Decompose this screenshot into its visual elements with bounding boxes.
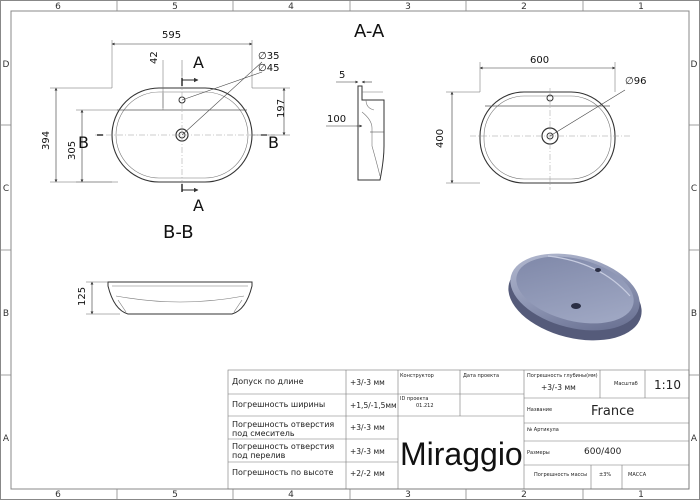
top-view-right <box>446 62 630 190</box>
col-label-1-bottom: 1 <box>638 490 644 500</box>
dim-dia-35: ∅35 <box>258 51 280 62</box>
section-aa-title: A-A <box>354 21 385 42</box>
tb-constructor-label: Конструктор <box>400 373 434 379</box>
section-bb-title: B-B <box>163 222 194 243</box>
dim-42: 42 <box>149 51 160 64</box>
tb-name-value: France <box>591 404 635 419</box>
tb-row-1-label: Допуск по длине <box>232 377 304 386</box>
tb-size-label: Размеры <box>527 450 550 456</box>
tb-name-label: Название <box>527 407 553 413</box>
top-view <box>50 40 290 193</box>
tb-row-5-label: Погрешность по высоте <box>232 468 334 477</box>
col-label-3-bottom: 3 <box>405 490 411 500</box>
tb-mass-error-label: Погрешность массы <box>534 472 588 478</box>
tb-depth-error-label: Погрешность глубины(мм) <box>527 373 598 379</box>
row-label-a-right: A <box>691 434 698 444</box>
tb-project-id: 01.212 <box>416 403 434 409</box>
dim-197: 197 <box>276 98 287 118</box>
dim-595: 595 <box>162 30 182 41</box>
tb-size-value: 600/400 <box>584 447 622 457</box>
dim-dia-96: ∅96 <box>625 76 647 87</box>
tb-scale-label: Масштаб <box>614 381 638 387</box>
cut-a-bottom: A <box>193 196 204 215</box>
row-label-c-right: C <box>691 184 697 194</box>
col-label-6-bottom: 6 <box>55 490 61 500</box>
col-label-2: 2 <box>521 2 527 12</box>
dim-394: 394 <box>41 130 52 150</box>
row-label-d: D <box>3 60 10 70</box>
tb-row-4-label: Погрешность отверстия под перелив <box>232 442 335 460</box>
col-label-5: 5 <box>172 2 178 12</box>
title-block <box>227 369 690 490</box>
row-label-b: B <box>3 309 9 319</box>
section-bb-view <box>86 281 253 315</box>
tb-scale-value: 1:10 <box>654 378 681 392</box>
dim-400: 400 <box>435 128 446 148</box>
col-label-1: 1 <box>638 2 644 12</box>
dim-305: 305 <box>67 140 78 160</box>
sink-3d-render <box>508 253 642 341</box>
tb-mass-label: МАССА <box>628 472 647 478</box>
cut-b-left: B <box>78 133 89 152</box>
row-label-a: A <box>3 434 10 444</box>
tb-depth-error-value: +3/-3 мм <box>541 383 576 392</box>
tb-row-2-value: +1,5/-1,5мм <box>350 401 397 410</box>
col-label-3: 3 <box>405 2 411 12</box>
col-label-2-bottom: 2 <box>521 490 527 500</box>
col-label-4: 4 <box>288 2 294 12</box>
dim-5: 5 <box>339 70 346 81</box>
col-label-5-bottom: 5 <box>172 490 178 500</box>
dim-600: 600 <box>530 55 550 66</box>
row-label-d-right: D <box>691 60 698 70</box>
section-aa-view <box>326 80 385 181</box>
tb-date-label: Дата проекта <box>463 373 500 379</box>
tb-project-id-label: ID проекта <box>400 396 429 402</box>
row-label-c: C <box>3 184 9 194</box>
col-label-4-bottom: 4 <box>288 490 294 500</box>
dim-dia-45: ∅45 <box>258 63 280 74</box>
tb-row-3-label: Погрешность отверстия под смеситель <box>232 420 335 438</box>
cut-b-right: B <box>268 133 279 152</box>
cut-a-top: A <box>193 53 204 72</box>
tb-row-2-label: Погрешность ширины <box>232 400 326 409</box>
dim-125: 125 <box>77 286 88 306</box>
tb-row-3-value: +3/-3 мм <box>350 423 385 432</box>
brand-logo-text: Miraggio <box>400 436 523 472</box>
dim-100: 100 <box>327 114 347 125</box>
tb-row-1-value: +3/-3 мм <box>350 378 385 387</box>
tb-mass-error-value: ±3% <box>599 472 612 478</box>
tb-article-label: № Артикула <box>527 427 559 433</box>
tb-row-5-value: +2/-2 мм <box>350 469 385 478</box>
tb-row-4-value: +3/-3 мм <box>350 447 385 456</box>
row-label-b-right: B <box>691 309 697 319</box>
col-label-6: 6 <box>55 2 61 12</box>
